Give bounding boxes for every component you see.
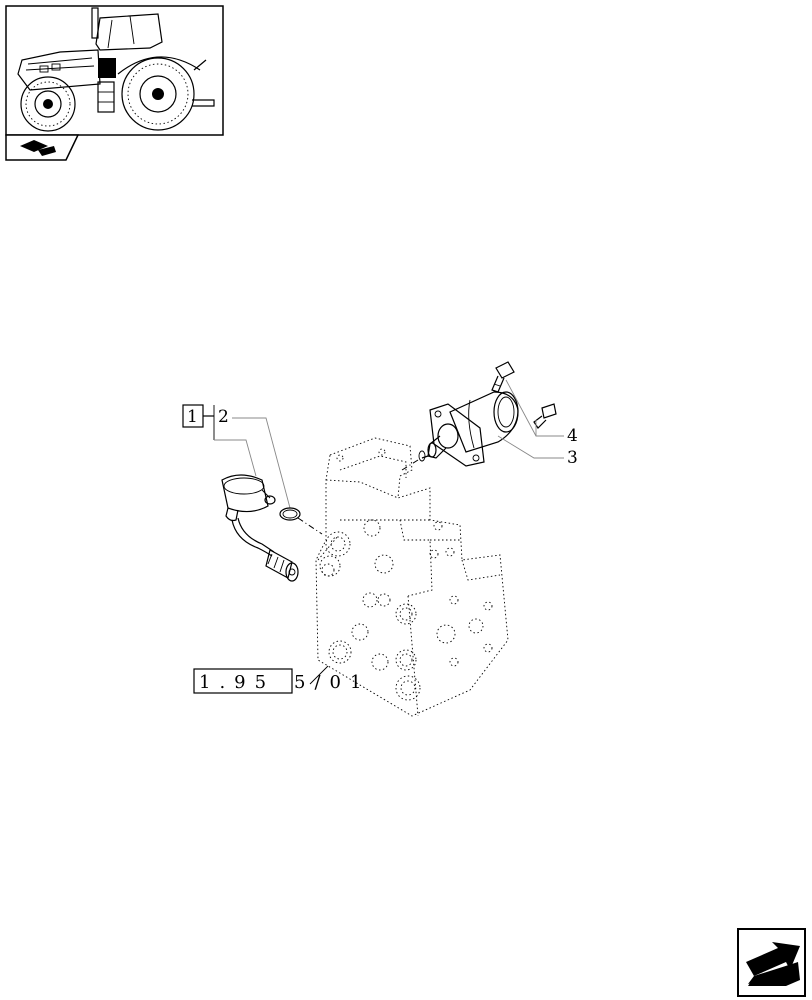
pressure-sensor <box>221 474 299 582</box>
callout-1: 1 <box>182 404 215 440</box>
next-page-arrow-icon <box>746 942 800 986</box>
callout-3: 3 <box>497 435 578 468</box>
book-hand-icon <box>20 140 56 156</box>
solenoid-valve <box>418 391 519 467</box>
valve-body <box>315 437 509 717</box>
screw-lower <box>533 403 557 429</box>
callout-3-label: 3 <box>567 448 578 468</box>
callout-2-label: 2 <box>218 407 229 427</box>
reference-box: 1.95 5/01 <box>193 665 370 694</box>
callout-2: 2 <box>214 407 291 509</box>
reference-code: 1.95 <box>199 672 275 693</box>
callout-1-label: 1 <box>187 407 198 427</box>
section-tab[interactable] <box>5 134 80 161</box>
tractor-thumbnail[interactable] <box>5 5 224 136</box>
screw-upper <box>491 361 515 393</box>
callout-4-label: 4 <box>567 426 578 446</box>
o-ring <box>279 507 301 521</box>
callout-4: 4 <box>505 379 578 446</box>
reference-suffix: 5/01 <box>294 672 370 693</box>
tractor-icon <box>17 7 215 132</box>
next-page-button[interactable] <box>737 928 806 997</box>
